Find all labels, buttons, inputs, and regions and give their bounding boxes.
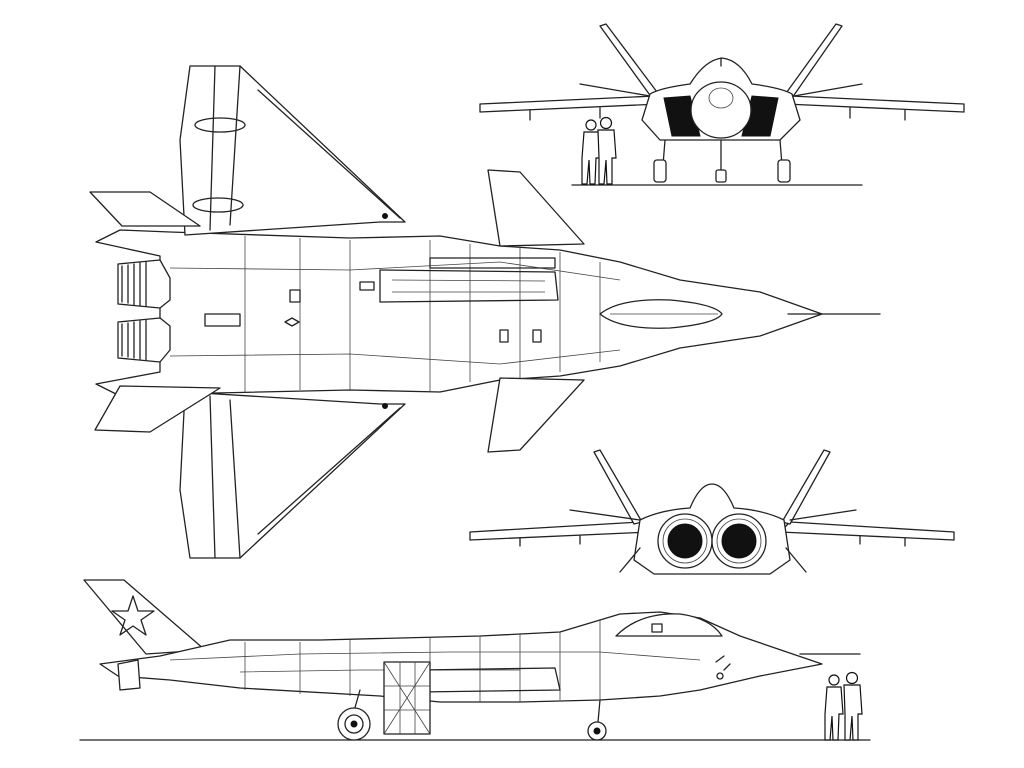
human-figure-icon xyxy=(581,116,617,185)
front-view-wing-right xyxy=(784,95,965,113)
top-view-canard-lower xyxy=(487,377,585,453)
top-view-canard-upper xyxy=(487,169,585,247)
side-view-fuselage xyxy=(99,611,823,703)
side-view xyxy=(79,579,871,741)
front-view-fin-left xyxy=(599,23,661,99)
rear-view xyxy=(469,449,955,575)
top-view-tail-upper xyxy=(89,191,201,227)
rear-view-wing-left xyxy=(469,521,651,541)
star-roundel-icon xyxy=(111,595,155,636)
front-view-fin-right xyxy=(783,23,843,99)
human-figure-icon xyxy=(824,671,863,741)
front-view xyxy=(479,23,965,186)
side-view-canopy xyxy=(615,613,723,637)
rear-view-fin-left xyxy=(593,449,643,525)
rear-view-fin-right xyxy=(781,449,831,525)
top-view-nozzle-upper xyxy=(117,259,171,309)
top-view-weapons-bay xyxy=(379,269,559,303)
top-view-tail-lower xyxy=(94,385,221,433)
front-view-wing-left xyxy=(479,95,661,113)
top-view xyxy=(89,65,881,559)
rear-view-wing-right xyxy=(779,521,955,541)
rear-view-fuselage xyxy=(633,483,791,575)
front-view-canopy xyxy=(690,81,752,139)
top-view-nozzle-lower xyxy=(117,317,171,363)
